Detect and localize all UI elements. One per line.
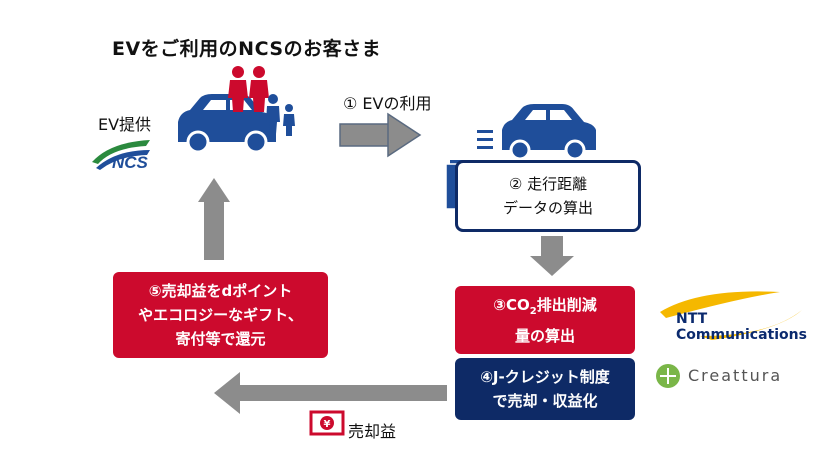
ev-provider-label: EV提供 [98, 115, 152, 134]
step3-line2: 量の算出 [514, 326, 575, 345]
step5-line2: やエコロジーなギフト、 [138, 306, 303, 324]
arrow-down [530, 236, 574, 276]
sales-proceeds-label: 売却益 [348, 422, 397, 441]
arrow-up [198, 178, 230, 260]
step3-co: ③CO [493, 295, 530, 314]
arrow-right [339, 112, 422, 158]
yen-symbol: ¥ [324, 419, 331, 430]
creattura-logo-text: Creattura [688, 366, 783, 385]
step2-line2: データの算出 [502, 199, 593, 217]
step3-line1: ③CO2排出削減 [493, 293, 596, 324]
step4-box: ④J-クレジット制度 で売却・収益化 [455, 358, 635, 420]
step3-box: ③CO2排出削減 量の算出 [455, 286, 635, 354]
step5-line1: ⑤売却益をdポイント [148, 282, 293, 300]
step5-line3: 寄付等で還元 [175, 330, 266, 348]
ncs-logo: NCS [92, 140, 150, 172]
step3-post: 排出削減 [536, 295, 597, 314]
step2-box: ② 走行距離 データの算出 [455, 160, 641, 232]
step1-label: ① EVの利用 [343, 94, 432, 113]
arrow-left [214, 372, 447, 414]
people-icon [228, 66, 295, 136]
ntt-logo-swoosh [660, 291, 802, 340]
ncs-logo-text: NCS [112, 153, 149, 172]
page-title: EVをご利用のNCSのお客さま [112, 38, 382, 60]
creattura-leaf-icon [656, 364, 680, 388]
car-icon [178, 94, 276, 154]
step3-sub: 2 [529, 305, 537, 317]
step4-line1: ④J-クレジット制度 [480, 368, 610, 386]
step2-line1: ② 走行距離 [508, 175, 588, 193]
ntt-logo-text: NTT Communications [676, 311, 807, 343]
moving-car-icon [477, 104, 596, 161]
step4-line2: で売却・収益化 [492, 392, 598, 410]
yen-bill-icon: ¥ [309, 410, 345, 436]
step5-box: ⑤売却益をdポイント やエコロジーなギフト、 寄付等で還元 [113, 272, 328, 358]
